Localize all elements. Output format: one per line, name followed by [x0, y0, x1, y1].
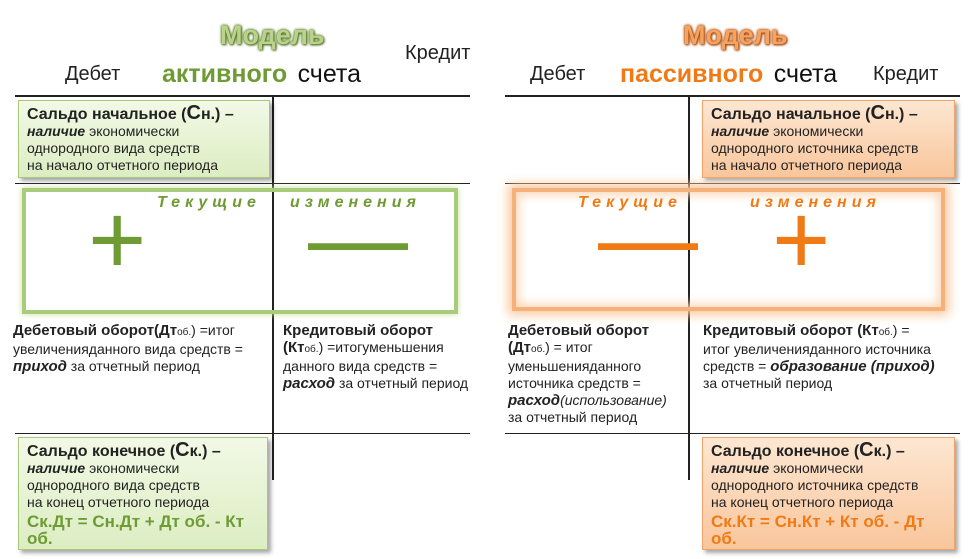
active-credit-label: Кредит — [405, 42, 471, 64]
passive-divider-line — [505, 183, 960, 184]
passive-credit-label: Кредит — [873, 63, 939, 85]
passive-current-changes-frame — [512, 188, 945, 311]
active-account-word: активного — [162, 60, 288, 88]
active-credit-turnover-text: Кредитовый оборот (Ктоб.) =итогуменьшени… — [283, 322, 469, 392]
passive-debit-turnover-text: Дебетовый оборот (Дтоб.) = итог уменьшен… — [508, 322, 667, 425]
active-debit-plus-sign: + — [88, 184, 147, 296]
passive-opening-balance-box: Сальдо начальное (Сн.) – наличие экономи… — [702, 100, 955, 178]
active-divider-line — [15, 183, 470, 184]
passive-closing-formula: Ск.Кт = Сн.Кт + Кт об. - Дт об. — [711, 512, 925, 548]
passive-account-name: пассивного счета — [620, 60, 837, 89]
current-changes-label-2: изменения — [290, 194, 421, 211]
active-closing-formula: Ск.Дт = Сн.Дт + Дт об. - Кт об. — [27, 512, 244, 548]
current-changes-label-2: изменения — [750, 194, 881, 211]
active-credit-minus-sign: — — [308, 182, 408, 294]
passive-closing-divider — [505, 433, 960, 434]
passive-model-title: Модель — [683, 20, 788, 50]
closing-balance-heading: Сальдо конечное (Ск.) – — [27, 439, 221, 461]
opening-balance-heading: Сальдо начальное (Сн.) – — [27, 102, 234, 124]
active-opening-balance-box: Сальдо начальное (Сн.) – наличие экономи… — [18, 100, 270, 178]
passive-debit-minus-sign: — — [598, 182, 698, 294]
account-word: счета — [297, 60, 361, 88]
account-word: счета — [773, 60, 838, 88]
passive-t-account-top-line — [505, 95, 960, 97]
active-closing-balance-box: Сальдо конечное (Ск.) – наличие экономич… — [18, 437, 268, 550]
passive-credit-turnover-text: Кредитовый оборот (Ктоб.) = итог увеличе… — [703, 322, 935, 391]
active-model-title: Модель — [220, 20, 325, 50]
passive-debit-label: Дебет — [530, 63, 586, 85]
active-t-account-vertical-line — [272, 95, 274, 480]
current-changes-label-1: Текущие — [157, 194, 261, 211]
active-debit-turnover-text: Дебетовый оборот(Дтоб.) =итог увеличения… — [13, 322, 243, 375]
passive-account-word: пассивного — [620, 60, 764, 88]
passive-t-account-vertical-line — [688, 95, 690, 480]
passive-credit-plus-sign: + — [772, 184, 831, 296]
active-closing-divider — [15, 433, 470, 434]
active-debit-label: Дебет — [65, 63, 121, 85]
opening-balance-heading: Сальдо начальное (Сн.) – — [711, 102, 918, 124]
closing-balance-heading: Сальдо конечное (Ск.) – — [711, 439, 905, 461]
active-account-name: активного счета — [162, 60, 361, 89]
passive-closing-balance-box: Сальдо конечное (Ск.) – наличие экономич… — [702, 437, 955, 550]
active-t-account-top-line — [15, 95, 470, 97]
current-changes-label-1: Текущие — [578, 194, 682, 211]
active-current-changes-frame — [22, 188, 458, 314]
